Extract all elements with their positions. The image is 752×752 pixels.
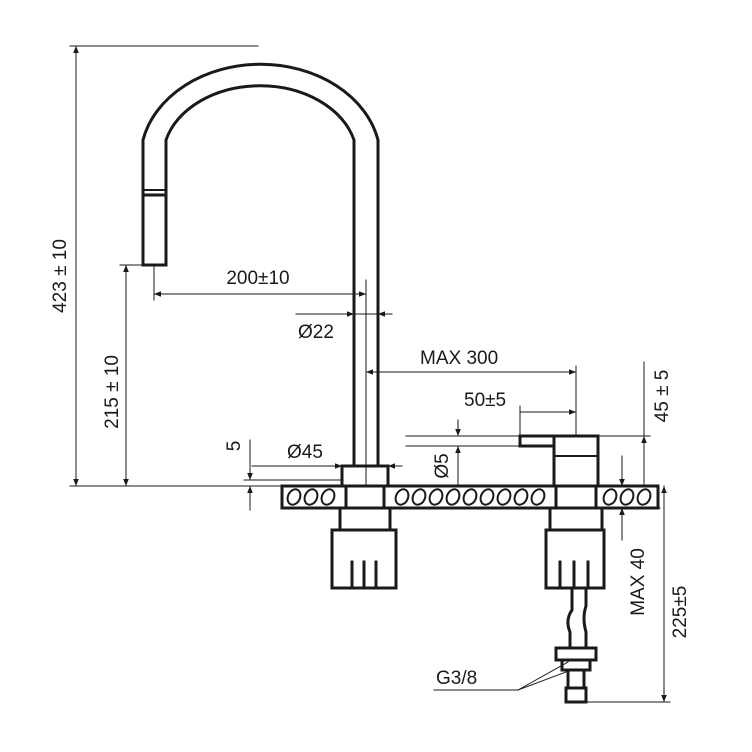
lever-body — [518, 434, 606, 590]
deck-hatch-mark — [636, 488, 652, 506]
label-max-deck: MAX 40 — [628, 548, 649, 616]
label-lever-diameter: Ø5 — [432, 453, 453, 478]
label-spout-reach: 200±10 — [226, 268, 289, 289]
label-base-diameter: Ø45 — [287, 442, 323, 463]
dimension-labels: 423 ± 10 215 ± 10 200±10 Ø22 Ø45 5 Ø5 MA… — [50, 239, 691, 689]
spout-nut — [330, 528, 398, 590]
spout — [141, 62, 380, 468]
label-spout-diameter: Ø22 — [298, 322, 334, 343]
deck-hatch-mark — [445, 488, 461, 506]
deck-hatch-mark — [428, 488, 444, 506]
deck-hatch-mark — [286, 488, 302, 506]
deck-hatch-mark — [530, 488, 546, 506]
deck-hatch-mark — [496, 488, 512, 506]
deck-hatch-mark — [320, 488, 336, 506]
label-total-height: 423 ± 10 — [50, 239, 71, 313]
deck-hatch-pattern — [286, 488, 652, 506]
dimension-lines — [69, 45, 671, 703]
countertop — [280, 484, 660, 510]
label-base-thickness: 5 — [224, 441, 245, 452]
deck-hatch-mark — [303, 488, 319, 506]
deck-hatch-mark — [462, 488, 478, 506]
label-hose-length: 225±5 — [670, 586, 691, 639]
deck-hatch-mark — [602, 488, 618, 506]
label-max-distance: MAX 300 — [420, 348, 498, 369]
deck-hatch-mark — [479, 488, 495, 506]
label-connection: G3/8 — [436, 668, 477, 689]
deck-hatch-mark — [513, 488, 529, 506]
deck-hatch-mark — [411, 488, 427, 506]
label-lever-length: 50±5 — [464, 390, 506, 411]
deck-hatch-mark — [619, 488, 635, 506]
label-spout-height: 215 ± 10 — [102, 355, 123, 429]
hose-connector — [554, 586, 598, 704]
spout-base — [338, 464, 392, 532]
label-lever-height: 45 ± 5 — [652, 370, 673, 423]
deck-hatch-mark — [394, 488, 410, 506]
